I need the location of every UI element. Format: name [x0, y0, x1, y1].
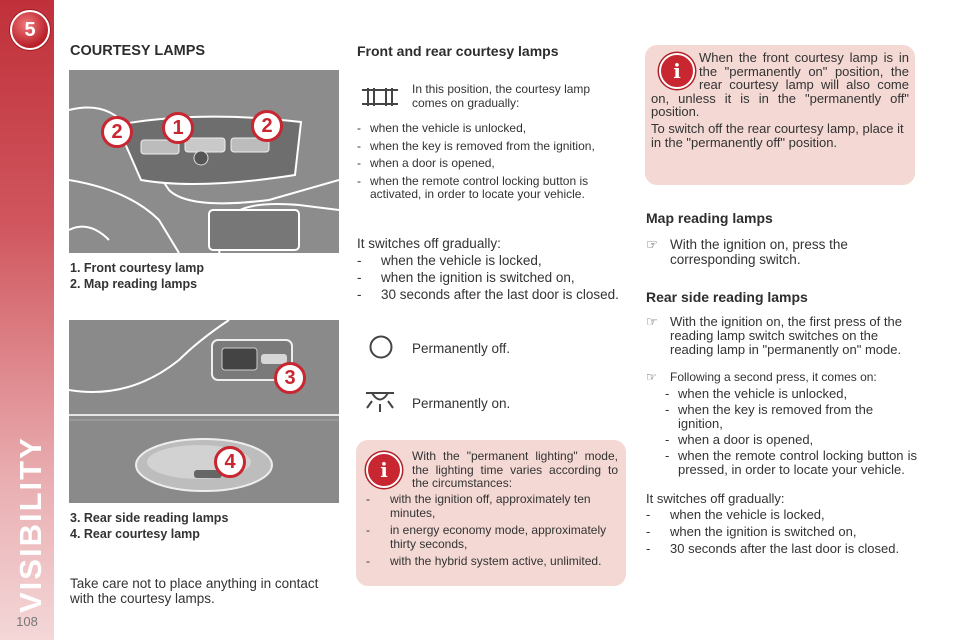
- front-lamps-illustration: [69, 70, 339, 253]
- dash-marker: -: [665, 402, 670, 417]
- list-item: -when a door is opened,: [357, 156, 495, 170]
- callout-3: 3: [274, 362, 306, 394]
- section-label: VISIBILITY: [13, 436, 48, 613]
- caption-rear-courtesy-lamp: 4. Rear courtesy lamp: [70, 527, 200, 541]
- dash-marker: -: [357, 270, 362, 285]
- chapter-badge: 5: [10, 10, 50, 50]
- front-permanent-note: When the front courtesy lamp is in the "…: [651, 50, 909, 119]
- gradual-on-text: In this position, the courtesy lamp come…: [412, 82, 591, 110]
- permanently-off-label: Permanently off.: [412, 341, 511, 356]
- caption-map-reading-lamps: 2. Map reading lamps: [70, 277, 198, 291]
- page-number: 108: [16, 614, 38, 629]
- rear-lamps-illustration: [69, 320, 339, 503]
- list-item: -when a door is opened,: [665, 432, 814, 447]
- map-reading-lamps-title: Map reading lamps: [646, 210, 773, 226]
- rear-first-press: ☞With the ignition on, the first press o…: [646, 314, 902, 357]
- list-item: -when the vehicle is unlocked,: [665, 386, 848, 401]
- permanently-on-label: Permanently on.: [412, 396, 511, 411]
- switch-off-intro: It switches off gradually:: [357, 236, 501, 251]
- list-item: -when the vehicle is locked,: [357, 253, 542, 268]
- pointing-hand-icon: ☞: [646, 237, 659, 252]
- callout-2-right: 2: [251, 110, 283, 142]
- list-item: -30 seconds after the last door is close…: [646, 541, 900, 556]
- rear-courtesy-info-box: i When the front courtesy lamp is in the…: [645, 45, 915, 185]
- list-item: -with the ignition off, approximately te…: [366, 492, 591, 520]
- pointing-hand-icon: ☞: [646, 314, 658, 329]
- dash-marker: -: [357, 156, 361, 170]
- front-rear-courtesy-title: Front and rear courtesy lamps: [357, 43, 559, 59]
- dash-marker: -: [357, 138, 361, 153]
- switch-off-list: -when the vehicle is locked, -when the i…: [357, 253, 629, 302]
- list-item: -when the key is removed from the igniti…: [665, 402, 874, 431]
- info-list: -with the ignition off, approximately te…: [366, 492, 620, 569]
- list-item: -when the key is removed from the igniti…: [357, 138, 595, 153]
- caption-rear-side-reading-lamps: 3. Rear side reading lamps: [70, 511, 229, 525]
- front-lamps-figure: 2 1 2: [69, 70, 339, 253]
- map-reading-instruction: ☞With the ignition on, press the corresp…: [646, 237, 848, 267]
- list-item: -when the vehicle is locked,: [646, 507, 825, 522]
- dash-marker: -: [357, 287, 362, 302]
- dash-marker: -: [665, 386, 670, 401]
- info-intro: With the "permanent lighting" mode, the …: [412, 449, 618, 490]
- pointing-hand-icon: ☞: [646, 370, 657, 384]
- dash-marker: -: [646, 507, 651, 522]
- list-item: -30 seconds after the last door is close…: [357, 287, 619, 302]
- list-item: -with the hybrid system active, unlimite…: [366, 554, 602, 568]
- callout-2-left: 2: [101, 116, 133, 148]
- list-item: -when the vehicle is unlocked,: [357, 121, 527, 135]
- dash-marker: -: [366, 492, 370, 506]
- list-item: -when the ignition is switched on,: [357, 270, 575, 285]
- list-item: -in energy economy mode, approximately t…: [366, 523, 607, 551]
- dash-marker: -: [646, 541, 651, 556]
- caption-front-courtesy-lamp: 1. Front courtesy lamp: [70, 261, 205, 275]
- door-position-icon: [362, 88, 398, 106]
- courtesy-lamps-title: COURTESY LAMPS: [70, 43, 206, 59]
- gradual-on-list: -when the vehicle is unlocked, -when the…: [357, 121, 629, 202]
- permanent-lighting-info-box: i With the "permanent lighting" mode, th…: [356, 440, 626, 586]
- rear-lamps-figure: 3 4: [69, 320, 339, 503]
- dash-marker: -: [665, 432, 670, 447]
- care-note: Take care not to place anything in conta…: [70, 576, 319, 606]
- dash-marker: -: [366, 523, 370, 537]
- list-item: -when the ignition is switched on,: [646, 524, 857, 539]
- dash-marker: -: [357, 253, 362, 268]
- info-icon: i: [366, 452, 402, 488]
- rear-on-list: -when the vehicle is unlocked, -when the…: [665, 387, 917, 477]
- rear-switch-off-intro: It switches off gradually:: [646, 491, 785, 506]
- chapter-sidebar: 5 VISIBILITY 108: [0, 0, 54, 640]
- dash-marker: -: [357, 173, 361, 188]
- dash-marker: -: [665, 448, 670, 463]
- rear-side-reading-lamps-title: Rear side reading lamps: [646, 289, 808, 305]
- dash-marker: -: [366, 554, 370, 568]
- info-icon: i: [659, 53, 695, 89]
- dash-marker: -: [357, 121, 361, 135]
- callout-4: 4: [214, 446, 246, 478]
- permanently-off-icon: [369, 335, 393, 359]
- permanently-on-icon: [366, 392, 394, 412]
- list-item: -when the remote control locking button …: [665, 448, 917, 477]
- switch-off-rear-note: To switch off the rear courtesy lamp, pl…: [651, 121, 904, 150]
- rear-second-press: ☞Following a second press, it comes on:: [646, 370, 877, 384]
- list-item: -when the remote control locking button …: [357, 173, 589, 201]
- rear-switch-off-list: -when the vehicle is locked, -when the i…: [646, 508, 916, 556]
- callout-1: 1: [162, 112, 194, 144]
- dash-marker: -: [646, 524, 651, 539]
